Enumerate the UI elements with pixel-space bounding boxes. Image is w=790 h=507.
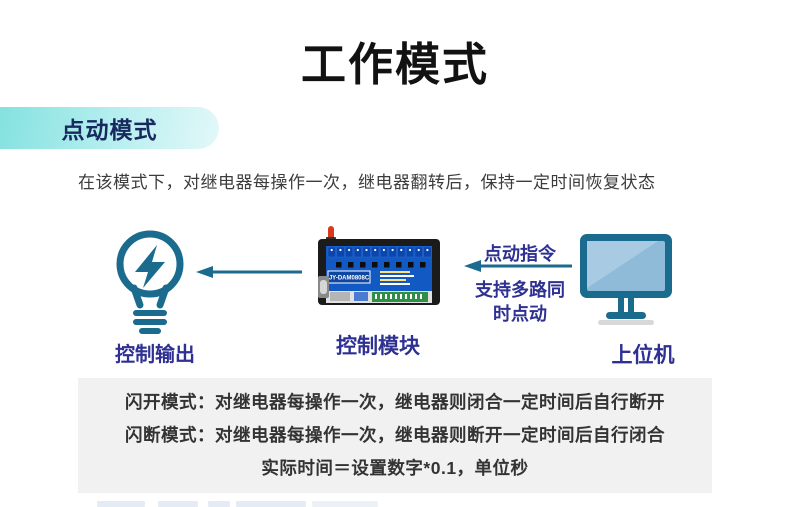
arrow-left-module-to-output bbox=[196, 264, 304, 280]
cutoff-image-strip bbox=[0, 501, 790, 507]
mode-notes-box: 闪开模式：对继电器每操作一次，继电器则闭合一定时间后自行断开 闪断模式：对继电器… bbox=[78, 378, 712, 493]
support-text-line1: 支持多路同 bbox=[475, 280, 565, 300]
arrow-left-host-to-module bbox=[464, 258, 574, 274]
section-badge-label: 点动模式 bbox=[61, 117, 158, 143]
note-actual-time: 实际时间＝设置数字*0.1，单位秒 bbox=[261, 458, 529, 478]
module-model-label: JY-DAM0808C bbox=[329, 276, 370, 282]
note-flash-close: 闪断模式：对继电器每操作一次，继电器则断开一定时间后自行闭合 bbox=[125, 425, 665, 445]
bulb-lightning-icon bbox=[103, 226, 198, 336]
mode-description: 在该模式下，对继电器每操作一次，继电器翻转后，保持一定时间恢复状态 bbox=[78, 173, 656, 192]
control-module-device: JY-DAM0808C bbox=[318, 226, 440, 308]
host-computer-label: 上位机 bbox=[611, 344, 675, 367]
section-badge: 点动模式 bbox=[0, 107, 219, 149]
note-flash-open: 闪开模式：对继电器每操作一次，继电器则闭合一定时间后自行断开 bbox=[125, 392, 665, 412]
page-title: 工作模式 bbox=[300, 39, 489, 90]
support-text-line2: 时点动 bbox=[493, 304, 547, 324]
monitor-icon bbox=[576, 226, 676, 328]
command-label: 点动指令 bbox=[484, 244, 556, 264]
control-output-label: 控制输出 bbox=[115, 344, 195, 366]
control-module-label: 控制模块 bbox=[336, 335, 420, 358]
